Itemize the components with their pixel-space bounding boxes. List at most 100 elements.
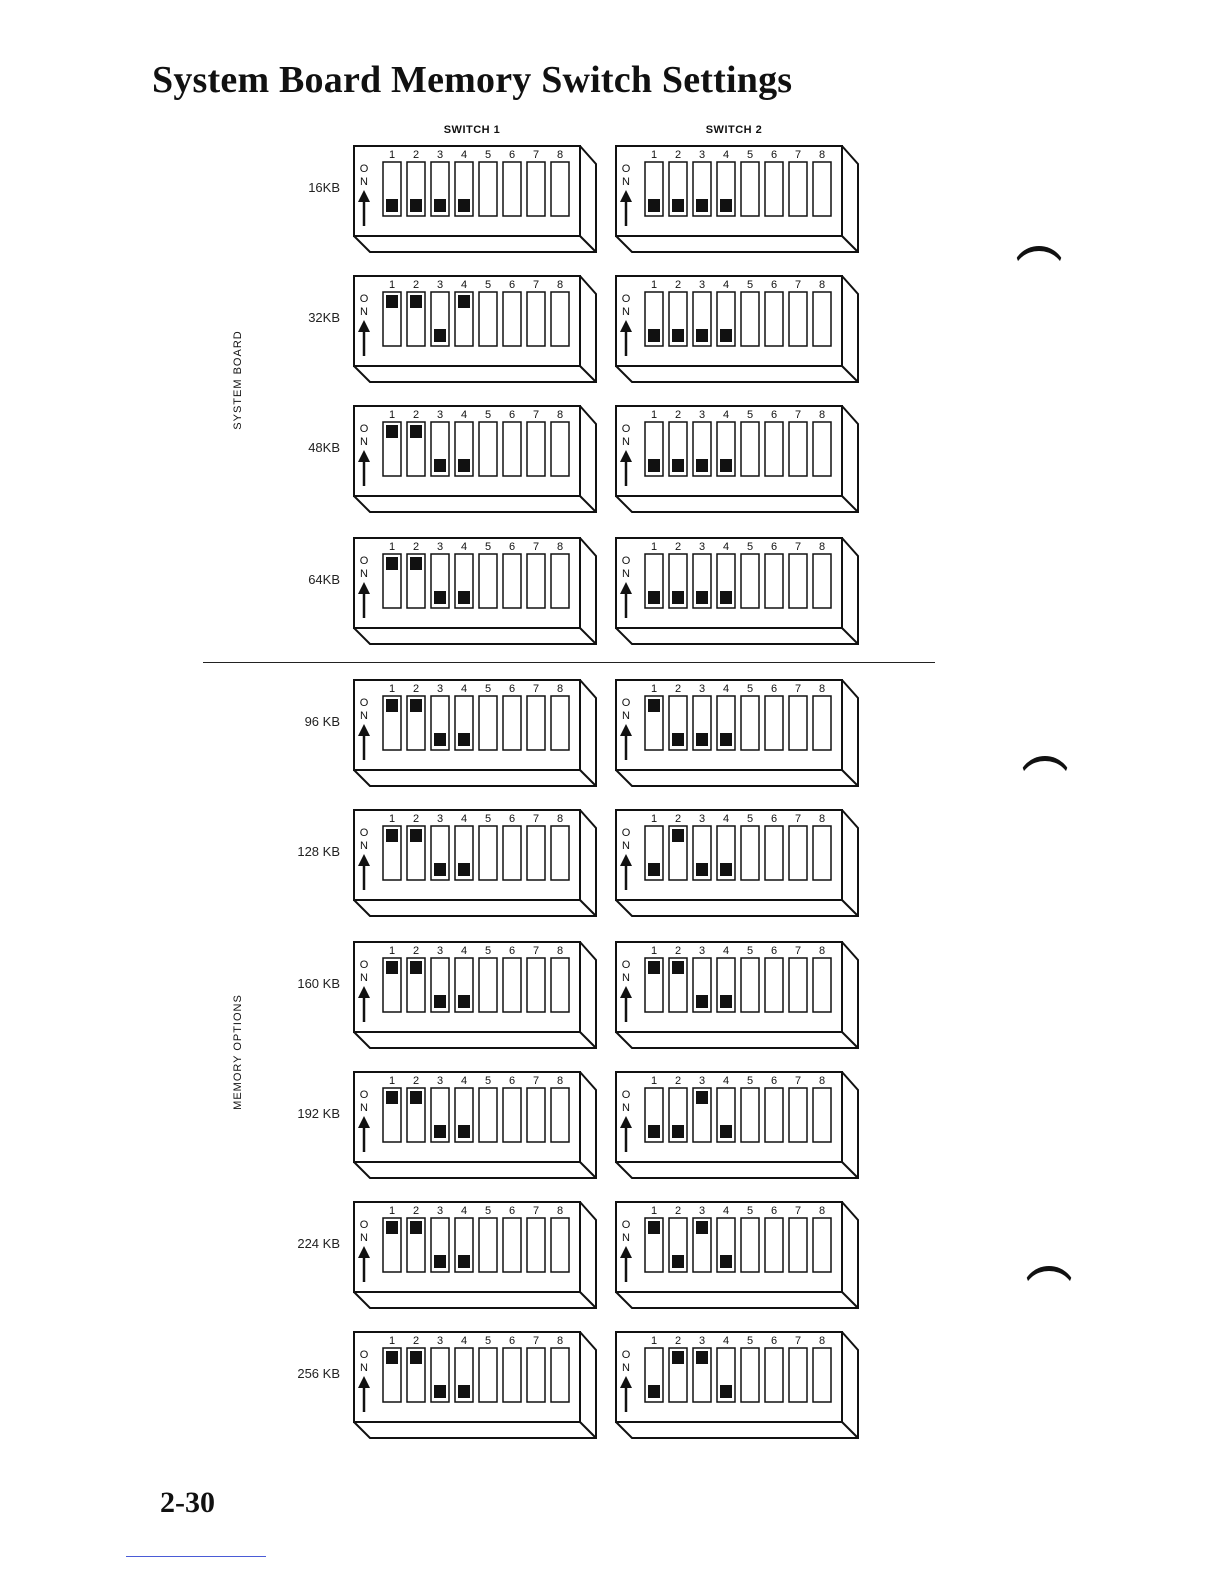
switch-position-number: 3 [699, 1335, 705, 1347]
switch-position-number: 1 [651, 683, 657, 695]
switch-slot [550, 957, 570, 1013]
memory-size-label: 96 KB [304, 714, 340, 729]
switch-position-number: 8 [819, 149, 825, 161]
on-label-o: O [360, 163, 369, 175]
switch-slot [550, 1087, 570, 1143]
switch-position-number: 8 [557, 149, 563, 161]
switch-position-number: 6 [509, 1075, 515, 1087]
on-label-o: O [360, 1089, 369, 1101]
memory-size-label: 192 KB [297, 1106, 340, 1121]
switch-position-number: 8 [557, 1205, 563, 1217]
switch-position-number: 2 [675, 683, 681, 695]
switch-position-number: 7 [533, 1335, 539, 1347]
switch-toggle-off [648, 1125, 660, 1138]
switch-toggle-on [672, 1351, 684, 1364]
switch-position-number: 5 [747, 1075, 753, 1087]
switch-position-number: 8 [557, 1075, 563, 1087]
switch-toggle-off [672, 1255, 684, 1268]
switch-position-number: 4 [461, 1205, 467, 1217]
switch-position-number: 6 [771, 409, 777, 421]
on-arrow-icon [620, 582, 632, 618]
switch-position-number: 2 [675, 1205, 681, 1217]
switch-toggle-off [434, 1255, 446, 1268]
switch-toggle-off [720, 1385, 732, 1398]
switch-toggle-on [648, 699, 660, 712]
switch-slot [788, 1347, 808, 1403]
switch-position-number: 3 [699, 149, 705, 161]
switch-position-number: 2 [413, 1335, 419, 1347]
on-label-o: O [622, 959, 631, 971]
switch-slot [788, 695, 808, 751]
memory-size-label: 160 KB [297, 976, 340, 991]
switch-toggle-off [458, 733, 470, 746]
switch-toggle-on [410, 557, 422, 570]
switch-toggle-off [386, 199, 398, 212]
page-title: System Board Memory Switch Settings [152, 59, 793, 101]
switch-slot [812, 291, 832, 347]
switch-position-number: 2 [675, 541, 681, 553]
on-arrow-icon [358, 1246, 370, 1282]
on-label-o: O [360, 555, 369, 567]
on-arrow-icon [358, 986, 370, 1022]
switch-position-number: 8 [557, 813, 563, 825]
switch-toggle-on [386, 829, 398, 842]
on-arrow-icon [358, 320, 370, 356]
switch-position-number: 7 [533, 409, 539, 421]
switch-toggle-off [648, 863, 660, 876]
switch-slot [502, 1217, 522, 1273]
binder-hole-mark [1022, 1266, 1076, 1320]
switch-position-number: 8 [557, 279, 563, 291]
switch-slot [764, 161, 784, 217]
switch-slot [550, 161, 570, 217]
switch-toggle-off [458, 459, 470, 472]
switch-slot [478, 161, 498, 217]
on-arrow-icon [620, 1246, 632, 1282]
switch-toggle-off [434, 459, 446, 472]
switch-slot [526, 553, 546, 609]
on-label-o: O [360, 293, 369, 305]
on-label-o: O [360, 423, 369, 435]
memory-size-label: 128 KB [297, 844, 340, 859]
on-label-n: N [360, 710, 368, 722]
switch-position-number: 6 [771, 541, 777, 553]
switch-position-number: 4 [723, 1205, 729, 1217]
binder-hole-mark [1012, 246, 1066, 300]
switch-toggle-off [434, 1125, 446, 1138]
switch-position-number: 7 [795, 813, 801, 825]
switch-toggle-on [386, 961, 398, 974]
switch-position-number: 8 [819, 279, 825, 291]
switch-position-number: 3 [699, 683, 705, 695]
switch-position-number: 1 [651, 1335, 657, 1347]
switch-position-number: 3 [699, 279, 705, 291]
switch-toggle-off [720, 459, 732, 472]
switch-toggle-off [672, 329, 684, 342]
switch-slot [478, 1087, 498, 1143]
switch-slot [740, 957, 760, 1013]
switch-slot [788, 957, 808, 1013]
switch-position-number: 2 [675, 1335, 681, 1347]
switch-toggle-off [696, 995, 708, 1008]
on-label-n: N [622, 306, 630, 318]
switch-position-number: 5 [485, 683, 491, 695]
on-label-o: O [622, 1349, 631, 1361]
switch-position-number: 1 [651, 409, 657, 421]
switch-toggle-off [458, 1255, 470, 1268]
switch-position-number: 8 [819, 813, 825, 825]
switch-position-number: 1 [389, 541, 395, 553]
switch-toggle-on [410, 1221, 422, 1234]
switch-toggle-on [672, 829, 684, 842]
switch-position-number: 4 [723, 541, 729, 553]
switch-position-number: 4 [723, 1335, 729, 1347]
